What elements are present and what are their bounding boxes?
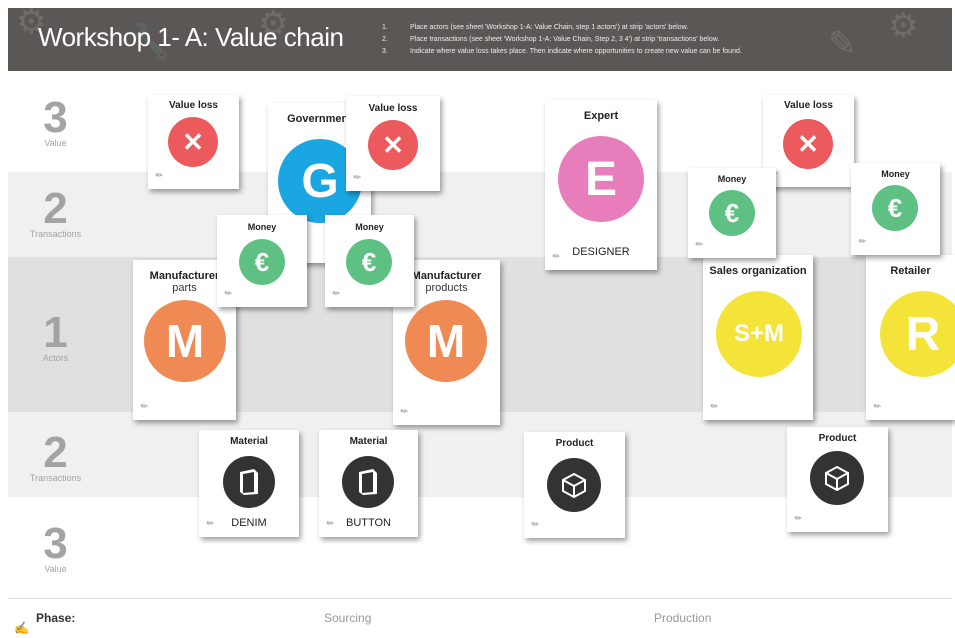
- x-icon: ✕: [783, 119, 833, 169]
- card-expert[interactable]: Expert E DESIGNER ✎: [545, 100, 657, 270]
- card-footer-label: BUTTON: [345, 517, 392, 529]
- pencil-icon: ✎: [856, 234, 869, 248]
- wrench-icon: 🔧: [128, 22, 171, 62]
- card-material[interactable]: Material BUTTON ✎: [319, 430, 418, 537]
- card-title: Material: [349, 436, 388, 447]
- cube-icon: [547, 458, 601, 512]
- x-icon: ✕: [368, 120, 418, 170]
- pencil-icon: ✎: [351, 170, 364, 184]
- pencil-icon: ✎: [153, 168, 166, 182]
- euro-icon: €: [239, 239, 285, 285]
- instruction-item: 1.Place actors (see sheet 'Workshop 1-A:…: [382, 24, 689, 31]
- card-title: Product: [555, 438, 594, 449]
- card-title: Money: [247, 222, 277, 232]
- card-value-loss[interactable]: Value loss ✕ ✎: [148, 95, 239, 189]
- card-subtitle: parts: [172, 282, 197, 294]
- x-icon: ✕: [168, 117, 218, 167]
- cube-icon: [810, 451, 864, 505]
- material-block-icon: [342, 456, 394, 508]
- pencil-icon: ✎: [871, 399, 884, 413]
- card-footer-label: DESIGNER: [572, 246, 630, 258]
- pencil-icon: ✎: [792, 511, 805, 525]
- card-money[interactable]: Money € ✎: [851, 163, 940, 255]
- pencil-icon: ✎: [708, 399, 721, 413]
- card-value-loss[interactable]: Value loss ✕ ✎: [763, 95, 854, 187]
- card-value-loss[interactable]: Value loss ✕ ✎: [346, 96, 440, 191]
- card-material[interactable]: Material DENIM ✎: [199, 430, 299, 537]
- card-title: Manufacturer: [411, 270, 482, 282]
- bicycle-icon: ⚙: [258, 8, 289, 44]
- instruction-item: 3.Indicate where value loss takes place.…: [382, 48, 742, 55]
- gear-icon: ⚙: [16, 8, 47, 42]
- handshake-icon: ✍: [14, 621, 29, 635]
- euro-icon: €: [346, 239, 392, 285]
- instructions-list: 1.Place actors (see sheet 'Workshop 1-A:…: [382, 22, 742, 58]
- card-money[interactable]: Money € ✎: [325, 215, 414, 307]
- card-title: Value loss: [169, 100, 218, 111]
- card-title: Value loss: [368, 103, 418, 114]
- pencil-icon: ✎: [330, 286, 343, 300]
- card-title: Expert: [583, 110, 619, 122]
- header-banner: ⚙ 🔧 ⚙ ✎ ⚙ Workshop 1- A: Value chain 1.P…: [8, 8, 952, 71]
- card-money[interactable]: Money € ✎: [688, 168, 776, 258]
- card-retailer[interactable]: Retailer R ✎: [866, 255, 955, 420]
- card-product[interactable]: Product ✎: [524, 432, 625, 538]
- card-title: Sales organization: [709, 265, 807, 277]
- instruction-item: 2.Place transactions (see sheet 'Worksho…: [382, 36, 720, 43]
- card-title: Government: [287, 113, 352, 125]
- retailer-circle: R: [880, 291, 955, 377]
- phase-bar: ✍ Phase: Sourcing Production: [8, 598, 952, 638]
- pencil-icon: ✎: [398, 404, 411, 418]
- card-title: Money: [717, 174, 747, 184]
- card-title: Product: [818, 433, 857, 444]
- phase-sourcing: Sourcing: [324, 611, 372, 625]
- pencil-icon: ✎: [138, 399, 151, 413]
- euro-icon: €: [709, 190, 755, 236]
- card-subtitle: products: [425, 282, 468, 294]
- card-sales-organization[interactable]: Sales organization S+M ✎: [703, 255, 813, 420]
- card-title: Material: [230, 436, 268, 447]
- euro-icon: €: [872, 185, 918, 231]
- pencil-icon: ✎: [693, 237, 706, 251]
- expert-circle: E: [558, 136, 644, 222]
- page-title: Workshop 1- A: Value chain: [38, 22, 344, 52]
- manufacturer-circle: M: [144, 300, 226, 382]
- card-title: Value loss: [784, 100, 833, 111]
- card-title: Manufacturer: [149, 270, 220, 282]
- card-product[interactable]: Product ✎: [787, 427, 888, 532]
- card-title: Money: [355, 222, 384, 232]
- card-title: Money: [881, 169, 910, 179]
- pencil-icon: ✎: [222, 286, 235, 300]
- card-title: Retailer: [890, 265, 931, 277]
- phase-label: Phase:: [36, 611, 76, 625]
- manufacturer-circle: M: [405, 300, 487, 382]
- pencil-icon: ✎: [529, 517, 542, 531]
- gear-icon: ⚙: [888, 8, 919, 46]
- card-money[interactable]: Money € ✎: [217, 215, 307, 307]
- phase-production: Production: [654, 611, 712, 625]
- sales-circle: S+M: [716, 291, 802, 377]
- card-footer-label: DENIM: [231, 517, 267, 529]
- material-block-icon: [223, 456, 275, 508]
- screwdriver-icon: ✎: [828, 24, 857, 64]
